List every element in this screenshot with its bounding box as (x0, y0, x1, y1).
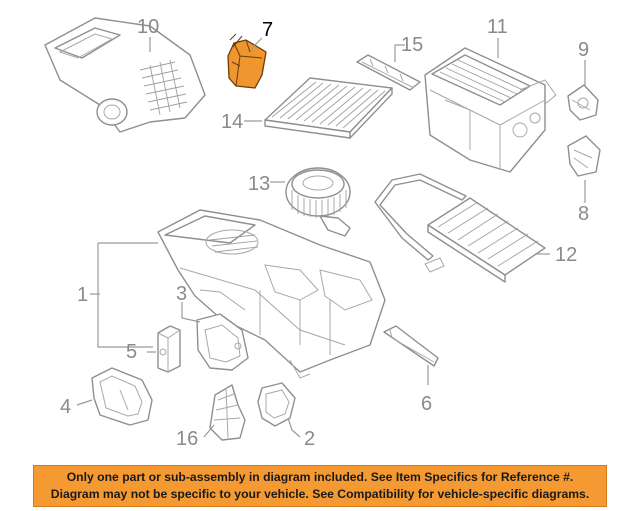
callouts: 10 7 15 11 9 14 13 8 12 1 3 5 4 6 16 2 (60, 16, 589, 450)
part-14-cabin-filter[interactable] (264, 77, 393, 139)
callout-3: 3 (176, 283, 187, 305)
disclaimer-banner: Only one part or sub-assembly in diagram… (33, 465, 607, 507)
callout-15: 15 (401, 34, 423, 56)
part-10-blower-housing[interactable] (44, 17, 206, 133)
part-1-main-housing[interactable] (157, 209, 386, 379)
part-13-blower-motor[interactable] (285, 167, 351, 237)
disclaimer-line-1: Only one part or sub-assembly in diagram… (66, 470, 574, 484)
callout-14: 14 (221, 111, 243, 133)
callout-4: 4 (60, 396, 71, 418)
part-2-cover[interactable] (257, 382, 296, 427)
part-3-plate[interactable] (196, 313, 249, 371)
part-4-duct-seal[interactable] (91, 367, 153, 426)
part-9-bracket[interactable] (567, 84, 599, 121)
callout-7-highlighted: 7 (262, 19, 273, 41)
callout-5: 5 (126, 341, 137, 363)
callout-9: 9 (578, 39, 589, 61)
part-16-bracket[interactable] (209, 384, 246, 441)
part-7-highlighted[interactable] (227, 33, 267, 89)
callout-16: 16 (176, 428, 198, 450)
callout-13: 13 (248, 173, 270, 195)
callout-1: 1 (77, 284, 88, 306)
part-11-hvac-case[interactable] (424, 47, 557, 173)
callout-8: 8 (578, 203, 589, 225)
callout-12: 12 (555, 244, 577, 266)
callout-6: 6 (421, 393, 432, 415)
part-15-seal-strip[interactable] (356, 54, 421, 91)
part-5-valve-block[interactable] (157, 325, 181, 373)
leader-lines (76, 37, 586, 438)
callout-2: 2 (304, 428, 315, 450)
callout-10: 10 (137, 16, 159, 38)
part-8-actuator[interactable] (567, 135, 601, 177)
disclaimer-line-2: Diagram may not be specific to your vehi… (50, 487, 590, 501)
callout-11: 11 (487, 16, 508, 38)
part-12-heater-core[interactable] (374, 173, 546, 283)
part-6-sensor[interactable] (383, 325, 439, 367)
parts-diagram: 10 7 15 11 9 14 13 8 12 1 3 5 4 6 16 2 (44, 16, 601, 450)
